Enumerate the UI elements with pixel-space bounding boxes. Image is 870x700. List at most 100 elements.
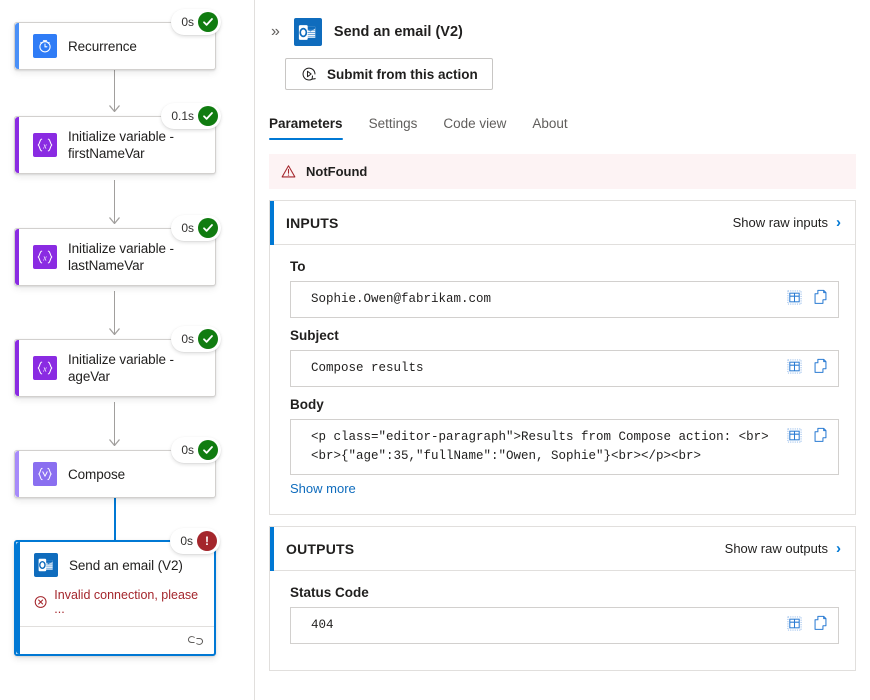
field-label: Status Code — [290, 585, 369, 600]
node-duration: 0s — [180, 534, 193, 548]
node-status-pill: 0s — [171, 437, 221, 463]
node-status-pill: 0s ! — [170, 528, 220, 554]
collapse-panel-icon[interactable]: » — [271, 23, 280, 40]
node-main-row: Recurrence — [15, 23, 215, 69]
tab-parameters[interactable]: Parameters — [269, 116, 343, 140]
field-value-box[interactable]: <p class="editor-paragraph">Results from… — [290, 419, 839, 475]
workflow-node-init-age[interactable]: 0s x Initialize variable - ageVar — [14, 326, 221, 397]
outputs-title: OUTPUTS — [286, 540, 355, 557]
field-actions — [787, 358, 828, 374]
field-body: Body <p class="editor-paragraph">Results… — [290, 397, 839, 475]
field-value-box[interactable]: Sophie.Owen@fabrikam.com — [290, 281, 839, 318]
node-main-row: x Initialize variable - firstNameVar — [15, 117, 215, 173]
field-value: <p class="editor-paragraph">Results from… — [311, 430, 769, 463]
table-view-icon[interactable] — [787, 289, 802, 305]
node-duration: 0.1s — [171, 109, 194, 123]
status-success-icon — [198, 218, 218, 238]
node-accent-bar — [16, 542, 20, 654]
node-duration: 0s — [181, 221, 194, 235]
play-resubmit-icon — [302, 67, 316, 81]
outputs-section-body: Status Code 404 — [270, 571, 855, 670]
field-label: To — [290, 259, 306, 274]
panel-header: » Send an email (V2) — [255, 0, 870, 46]
node-status-pill: 0s — [171, 9, 221, 35]
show-raw-inputs-label: Show raw inputs — [732, 215, 828, 230]
workflow-designer-canvas[interactable]: 0s Recurrence — [0, 0, 255, 700]
field-status-code: Status Code 404 — [290, 585, 839, 644]
inputs-section-header: INPUTS Show raw inputs › — [270, 201, 855, 245]
node-error-message: Invalid connection, please ... — [16, 588, 214, 626]
node-main-row: x Initialize variable - ageVar — [15, 340, 215, 396]
workflow-node-init-lastname[interactable]: 0s x Initialize variable - lastNameVar — [14, 215, 221, 286]
show-raw-outputs-link[interactable]: Show raw outputs › — [725, 541, 841, 556]
status-success-icon — [198, 329, 218, 349]
svg-text:x: x — [42, 253, 47, 262]
variable-braces-icon: x — [33, 356, 57, 380]
panel-body: NotFound INPUTS Show raw inputs › To Sop… — [255, 154, 870, 671]
inputs-section: INPUTS Show raw inputs › To Sophie.Owen@… — [269, 200, 856, 515]
table-view-icon[interactable] — [787, 427, 802, 443]
field-actions — [787, 289, 828, 305]
submit-button-label: Submit from this action — [327, 66, 478, 82]
outputs-section: OUTPUTS Show raw outputs › Status Code 4… — [269, 526, 856, 671]
show-raw-inputs-link[interactable]: Show raw inputs › — [733, 215, 841, 230]
tab-code-view[interactable]: Code view — [443, 116, 507, 131]
node-title: Initialize variable - ageVar — [68, 352, 174, 384]
tab-settings[interactable]: Settings — [368, 116, 418, 131]
node-title: Initialize variable - lastNameVar — [68, 241, 174, 273]
inputs-section-body: To Sophie.Owen@fabrikam.com — [270, 245, 855, 514]
table-view-icon[interactable] — [787, 358, 802, 374]
field-value-box[interactable]: Compose results — [290, 350, 839, 387]
svg-text:x: x — [42, 141, 47, 150]
node-main-row: Compose — [15, 451, 215, 497]
field-value: 404 — [311, 618, 334, 632]
show-more-link[interactable]: Show more — [290, 481, 356, 496]
workflow-node-recurrence[interactable]: 0s Recurrence — [14, 9, 221, 70]
connector-firstname-to-lastname — [114, 180, 116, 224]
tab-about[interactable]: About — [532, 116, 568, 131]
chevron-right-icon: › — [836, 214, 841, 231]
link-broken-icon[interactable] — [187, 634, 204, 647]
field-label: Subject — [290, 328, 339, 343]
node-duration: 0s — [181, 443, 194, 457]
status-success-icon — [198, 106, 218, 126]
field-actions — [787, 615, 828, 631]
node-footer — [16, 626, 214, 654]
warning-triangle-icon — [281, 165, 296, 178]
copy-icon[interactable] — [813, 289, 828, 305]
node-accent-bar — [15, 340, 19, 396]
variable-braces-icon: x — [33, 133, 57, 157]
node-duration: 0s — [181, 332, 194, 346]
copy-icon[interactable] — [813, 615, 828, 631]
node-status-pill: 0.1s — [161, 103, 221, 129]
connector-compose-to-sendemail — [113, 494, 116, 540]
workflow-node-send-email[interactable]: 0s ! Send an email (V2) — [14, 528, 220, 656]
node-accent-bar — [15, 451, 19, 497]
node-main-row: x Initialize variable - lastNameVar — [15, 229, 215, 285]
node-title: Send an email (V2) — [69, 557, 183, 573]
error-banner: NotFound — [269, 154, 856, 189]
node-accent-bar — [15, 229, 19, 285]
workflow-node-compose[interactable]: 0s Compose — [14, 437, 221, 498]
field-label: Body — [290, 397, 324, 412]
workflow-node-init-firstname[interactable]: 0.1s x Initialize variable - firstNameVa… — [14, 103, 221, 174]
status-success-icon — [198, 440, 218, 460]
node-accent-bar — [15, 117, 19, 173]
outlook-icon — [293, 18, 322, 46]
node-main-row: Send an email (V2) — [16, 542, 214, 588]
arrowhead-icon — [109, 439, 120, 446]
field-value-box[interactable]: 404 — [290, 607, 839, 644]
copy-icon[interactable] — [813, 427, 828, 443]
error-circle-icon — [34, 596, 47, 608]
copy-icon[interactable] — [813, 358, 828, 374]
field-to: To Sophie.Owen@fabrikam.com — [290, 259, 839, 318]
submit-from-this-action-button[interactable]: Submit from this action — [285, 58, 493, 90]
node-title: Initialize variable - firstNameVar — [68, 129, 174, 161]
outputs-section-header: OUTPUTS Show raw outputs › — [270, 527, 855, 571]
node-title: Compose — [68, 466, 126, 482]
table-view-icon[interactable] — [787, 615, 802, 631]
node-accent-bar — [15, 23, 19, 69]
field-value: Sophie.Owen@fabrikam.com — [311, 292, 492, 306]
show-raw-outputs-label: Show raw outputs — [724, 541, 828, 556]
